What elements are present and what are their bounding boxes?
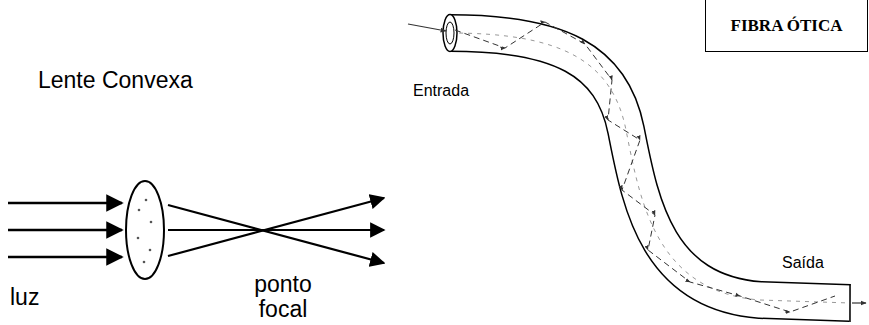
optical-fiber <box>408 15 866 323</box>
output-label: Saída <box>782 254 824 272</box>
part-label: Lente Convexa <box>38 68 193 93</box>
convex-lens <box>126 181 164 279</box>
input-label: Entrada <box>413 82 469 100</box>
title-box: FIBRA ÓTICA <box>705 0 868 52</box>
light-rays <box>8 203 122 257</box>
title-text: FIBRA ÓTICA <box>731 16 843 36</box>
refracted-rays <box>168 198 384 263</box>
focal-point-label: ponto focal <box>228 272 338 323</box>
light-label: luz <box>10 285 39 310</box>
